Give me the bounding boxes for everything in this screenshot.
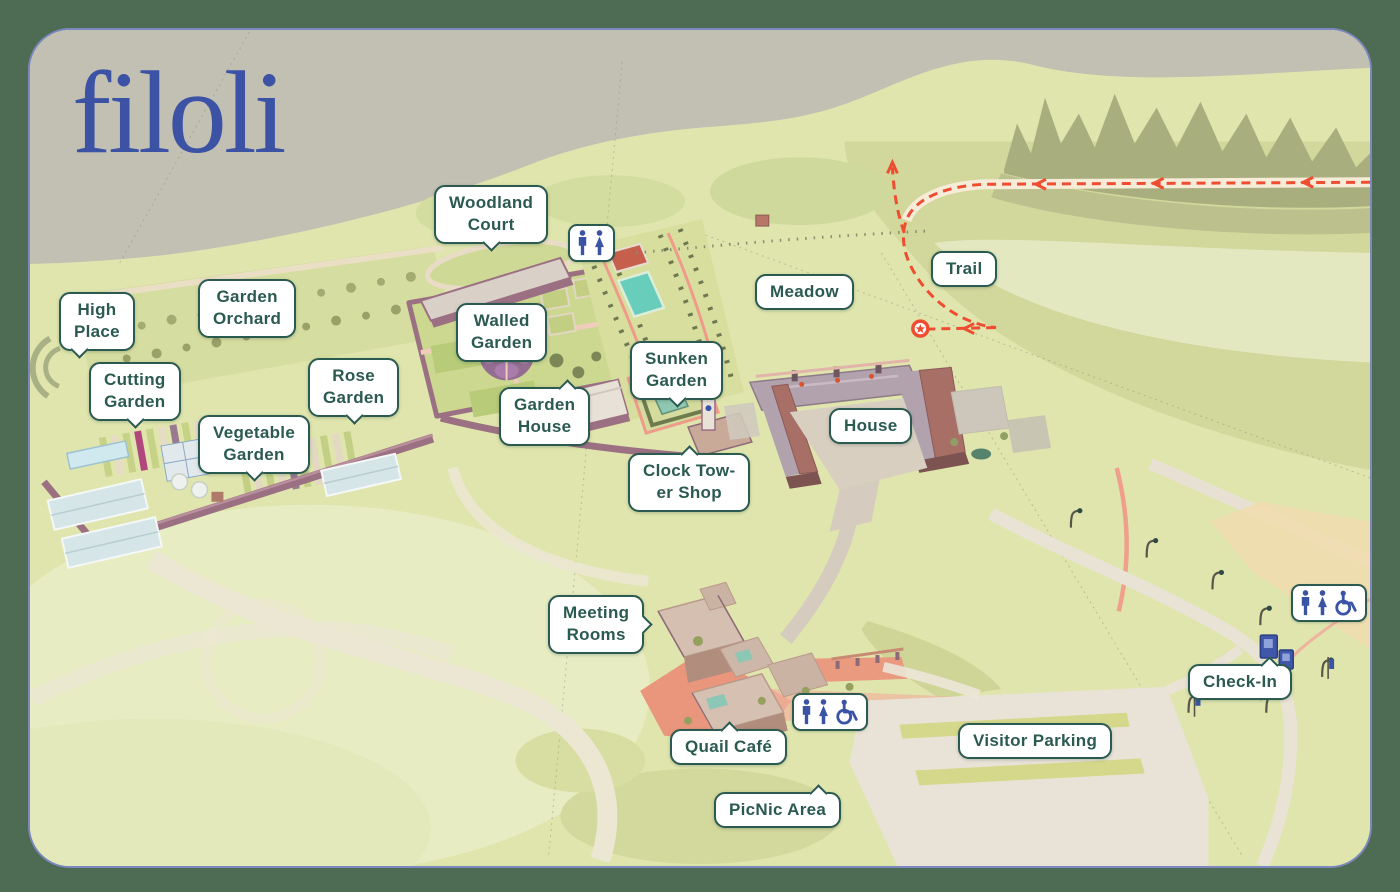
label-picnic-area: PicNic Area <box>714 792 842 829</box>
label-garden-house: Garden House <box>499 387 591 446</box>
label-meeting-rooms: Meeting Rooms <box>548 595 645 654</box>
label-meadow: Meadow <box>755 274 854 311</box>
label-garden-orchard: Garden Orchard <box>198 279 297 338</box>
restrooms-accessible-icon <box>792 693 868 731</box>
wheelchair-icon <box>1335 590 1357 616</box>
checkin-kiosk-icon <box>1259 634 1279 659</box>
lamp-post-icon <box>1145 537 1159 558</box>
visitor-center-buildings <box>640 581 960 750</box>
label-quail-cafe: Quail Café <box>670 729 788 766</box>
female-icon <box>819 699 828 725</box>
estate-map: filoli Woodland Court High Place Garden … <box>28 28 1372 868</box>
restrooms-accessible-icon <box>1291 584 1367 622</box>
lamp-post-icon <box>1259 605 1272 626</box>
label-check-in: Check-In <box>1188 664 1293 701</box>
lamp-post-icon <box>1211 569 1225 590</box>
label-trail: Trail <box>931 251 998 288</box>
male-icon <box>578 230 587 256</box>
label-rose-garden: Rose Garden <box>308 358 400 417</box>
label-clock-tower-shop: Clock Tow- er Shop <box>628 453 751 512</box>
trail-marker-icon <box>911 319 930 338</box>
restrooms-icon <box>568 224 615 262</box>
male-icon <box>802 699 811 725</box>
map-illustration <box>30 30 1370 866</box>
label-visitor-parking: Visitor Parking <box>958 723 1113 760</box>
banner-flag-icon <box>1327 657 1335 679</box>
label-house: House <box>829 408 913 445</box>
label-sunken-garden: Sunken Garden <box>630 341 724 400</box>
female-icon <box>1318 590 1327 616</box>
site-furniture <box>1069 508 1335 717</box>
label-vegetable-garden: Vegetable Garden <box>198 415 311 474</box>
male-icon <box>1301 590 1310 616</box>
label-cutting-garden: Cutting Garden <box>89 362 181 421</box>
lamp-post-icon <box>1069 508 1083 528</box>
house-building <box>723 358 1130 644</box>
label-high-place: High Place <box>59 292 135 351</box>
greenhouses <box>46 452 403 570</box>
trail-path <box>886 158 1370 338</box>
female-icon <box>595 230 604 256</box>
wheelchair-icon <box>836 699 858 725</box>
filoli-logo: filoli <box>72 47 286 178</box>
walking-paths <box>30 466 649 864</box>
label-woodland-court: Woodland Court <box>434 185 549 244</box>
label-walled-garden: Walled Garden <box>456 303 548 362</box>
